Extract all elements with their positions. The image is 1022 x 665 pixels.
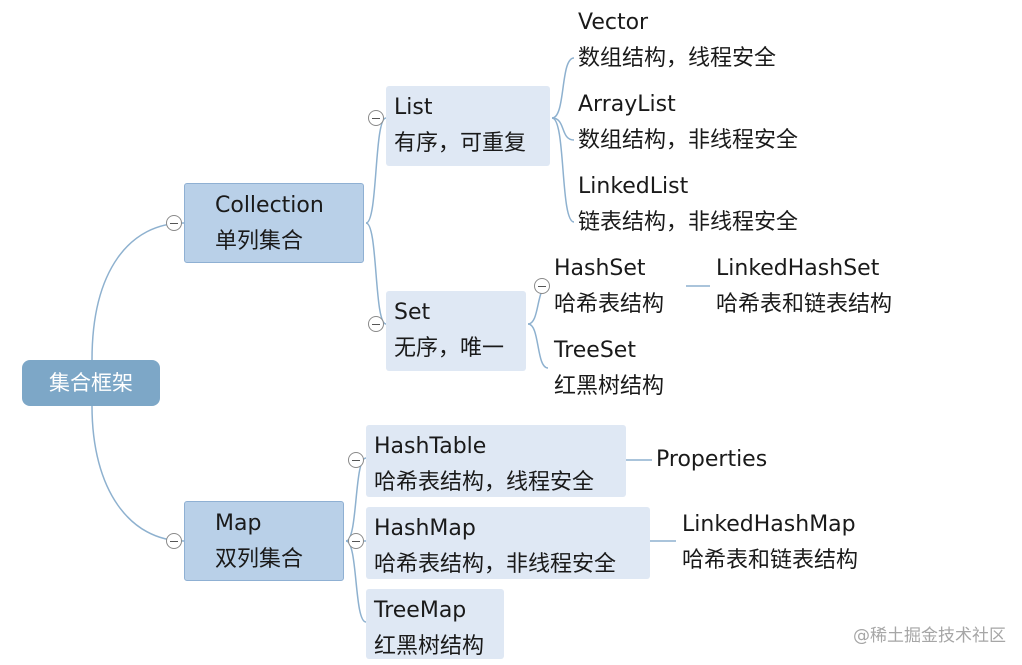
watermark: @稀土掘金技术社区 [853, 626, 1006, 646]
collapse-hashtable-toggle[interactable] [348, 452, 364, 468]
hashmap-desc: 哈希表结构，非线程安全 [374, 552, 617, 577]
collapse-list-toggle[interactable] [368, 110, 384, 126]
linkedlist-title: LinkedList [578, 174, 689, 199]
arraylist-node[interactable]: ArrayList 数组结构，非线程安全 [578, 87, 838, 163]
set-desc: 无序，唯一 [394, 336, 505, 361]
properties-title: Properties [656, 447, 768, 472]
collapse-hashmap-toggle[interactable] [348, 533, 364, 549]
hashset-node[interactable]: HashSet 哈希表结构 [554, 251, 684, 327]
collection-node[interactable]: Collection 单列集合 [184, 183, 364, 263]
linkedlist-node[interactable]: LinkedList 链表结构，非线程安全 [578, 169, 838, 245]
arraylist-title: ArrayList [578, 92, 676, 117]
hashset-title: HashSet [554, 256, 646, 281]
vector-node[interactable]: Vector 数组结构，线程安全 [578, 5, 818, 81]
hashmap-title: HashMap [374, 516, 476, 541]
map-title: Map [215, 511, 262, 536]
hashtable-title: HashTable [374, 434, 487, 459]
link-collection-set [365, 222, 387, 325]
vector-desc: 数组结构，线程安全 [578, 46, 777, 71]
collection-desc: 单列集合 [215, 229, 304, 254]
linkedhashset-desc: 哈希表和链表结构 [716, 292, 893, 317]
list-desc: 有序，可重复 [394, 131, 527, 156]
treeset-title: TreeSet [554, 338, 636, 363]
hashset-desc: 哈希表结构 [554, 292, 665, 317]
arraylist-desc: 数组结构，非线程安全 [578, 128, 799, 153]
link-collection-list [365, 117, 387, 224]
linkedhashset-title: LinkedHashSet [716, 256, 880, 281]
link-map-hashtable [345, 457, 367, 542]
treemap-desc: 红黑树结构 [374, 634, 485, 659]
hashtable-desc: 哈希表结构，线程安全 [374, 470, 595, 495]
link-list-linkedlist [551, 117, 575, 223]
map-node[interactable]: Map 双列集合 [184, 501, 344, 581]
hashmap-node[interactable]: HashMap 哈希表结构，非线程安全 [366, 507, 650, 579]
linkedhashset-node[interactable]: LinkedHashSet 哈希表和链表结构 [716, 251, 926, 327]
list-node[interactable]: List 有序，可重复 [386, 86, 550, 166]
properties-node[interactable]: Properties [656, 442, 796, 478]
collection-title: Collection [215, 193, 324, 218]
set-title: Set [394, 300, 431, 325]
collapse-map-toggle[interactable] [166, 533, 182, 549]
link-list-arraylist [551, 117, 575, 141]
root-node[interactable]: 集合框架 [22, 360, 160, 406]
linkedhashmap-node[interactable]: LinkedHashMap 哈希表和链表结构 [682, 507, 892, 583]
link-set-treeset [527, 323, 549, 369]
hashtable-node[interactable]: HashTable 哈希表结构，线程安全 [366, 425, 626, 497]
treemap-node[interactable]: TreeMap 红黑树结构 [366, 589, 504, 659]
collapse-collection-toggle[interactable] [166, 215, 182, 231]
treeset-desc: 红黑树结构 [554, 374, 665, 399]
treeset-node[interactable]: TreeSet 红黑树结构 [554, 333, 684, 409]
list-title: List [394, 95, 433, 120]
link-list-vector [551, 57, 575, 119]
link-root-collection [91, 222, 185, 361]
vector-title: Vector [578, 10, 649, 35]
set-node[interactable]: Set 无序，唯一 [386, 291, 526, 371]
link-root-map [91, 405, 185, 542]
root-label: 集合框架 [49, 371, 133, 395]
linkedlist-desc: 链表结构，非线程安全 [578, 210, 799, 235]
map-desc: 双列集合 [215, 547, 304, 572]
collapse-set-toggle[interactable] [368, 316, 384, 332]
linkedhashmap-title: LinkedHashMap [682, 512, 856, 537]
linkedhashmap-desc: 哈希表和链表结构 [682, 548, 859, 573]
collapse-hashset-toggle[interactable] [534, 278, 550, 294]
treemap-title: TreeMap [374, 598, 467, 623]
link-map-treemap [345, 540, 367, 623]
